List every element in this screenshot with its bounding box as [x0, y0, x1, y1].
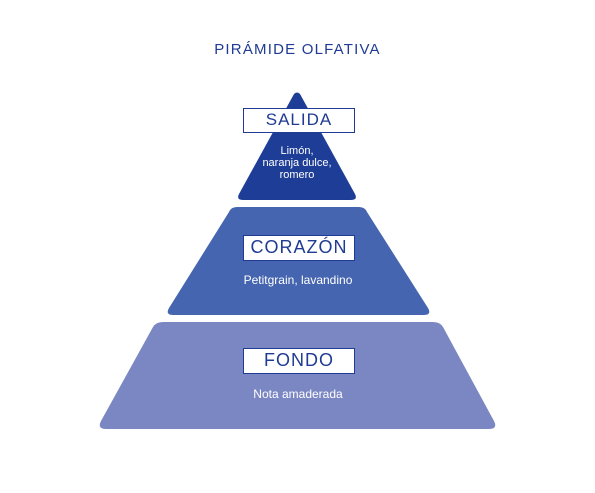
tier-top-note: naranja dulce,	[262, 157, 332, 169]
tier-middle-label-text: CORAZÓN	[250, 237, 348, 257]
tier-bottom-label: FONDO	[243, 348, 355, 374]
tier-middle-notes: Petitgrain, lavandino	[198, 274, 398, 287]
tier-top-label: SALIDA	[243, 108, 355, 133]
tier-middle-label: CORAZÓN	[243, 235, 355, 261]
tier-top-notes: Limón, naranja dulce, romero	[247, 145, 347, 181]
tier-middle-shape	[167, 207, 430, 315]
tier-top-label-text: SALIDA	[265, 110, 333, 129]
tier-top-note: Limón,	[280, 145, 314, 157]
tier-bottom-shape	[99, 322, 496, 429]
diagram-title: PIRÁMIDE OLFATIVA	[214, 41, 381, 58]
tier-top-shape	[238, 92, 356, 200]
tier-bottom-notes: Nota amaderada	[198, 388, 398, 401]
tier-top-note: romero	[279, 169, 315, 181]
tier-bottom-note: Nota amaderada	[253, 387, 343, 401]
tier-bottom-label-text: FONDO	[264, 350, 334, 370]
tier-middle-note: Petitgrain, lavandino	[243, 273, 353, 287]
